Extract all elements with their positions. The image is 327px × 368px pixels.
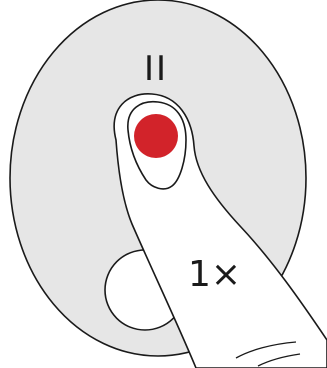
- press-count-label: 1×: [188, 254, 241, 295]
- pause-icon: II: [144, 49, 168, 89]
- pause-button-pressed: [134, 114, 178, 158]
